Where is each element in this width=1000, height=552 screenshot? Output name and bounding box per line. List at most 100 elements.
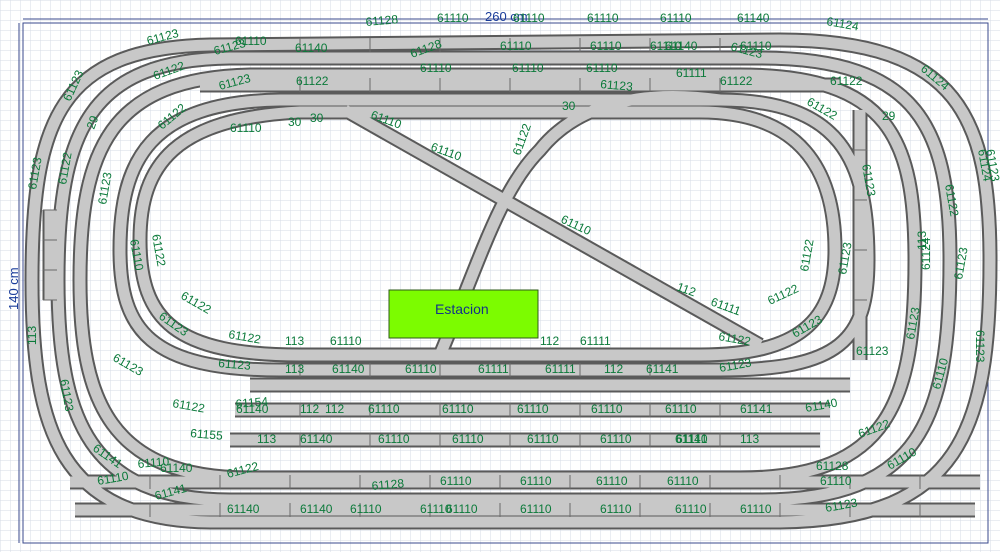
track-label: 61123 bbox=[57, 378, 76, 413]
track-label: 61122 bbox=[797, 238, 816, 273]
track-label: 61110 bbox=[600, 502, 632, 516]
track-label: 61140 bbox=[160, 461, 193, 475]
track-label: 61141 bbox=[646, 362, 679, 376]
track-label: 61110 bbox=[378, 432, 410, 446]
track-label: 61122 bbox=[720, 74, 753, 88]
track-label: 61110 bbox=[137, 454, 170, 471]
track-label: 61154 bbox=[235, 394, 269, 411]
track-label: 61110 bbox=[96, 469, 130, 488]
track-label: 61124 bbox=[919, 237, 933, 270]
track-label: 61141 bbox=[740, 402, 773, 416]
track-label: 61128 bbox=[365, 12, 399, 29]
height-dimension: 140 cm bbox=[6, 23, 21, 543]
track-label: 61122 bbox=[149, 233, 168, 268]
track-label: 61111 bbox=[545, 362, 576, 376]
track-label: 61140 bbox=[804, 395, 839, 414]
track-label: 61140 bbox=[332, 362, 365, 376]
track-label: 112 bbox=[325, 402, 344, 416]
track-label: 112 bbox=[540, 334, 559, 348]
track-label: 61110 bbox=[446, 502, 478, 516]
track-label: 61110 bbox=[127, 238, 146, 272]
track-label: 61124 bbox=[825, 14, 860, 33]
track-label: 113 bbox=[285, 334, 304, 348]
track-label: 61110 bbox=[437, 11, 469, 25]
track-layer bbox=[24, 32, 998, 530]
track-label: 61122 bbox=[55, 151, 74, 186]
track-label: 29 bbox=[882, 109, 896, 123]
track-label: 61123 bbox=[600, 77, 634, 94]
track-label: 61122 bbox=[296, 74, 329, 88]
track-label: 61122 bbox=[717, 329, 752, 348]
track-label: 61110 bbox=[520, 502, 552, 516]
track-label: 61128 bbox=[816, 459, 849, 473]
station-label: Estacion bbox=[435, 301, 489, 317]
track-label: 61155 bbox=[190, 426, 224, 443]
track-label: 61123 bbox=[983, 148, 1000, 183]
track-label: 61110 bbox=[235, 34, 267, 48]
track-label: 61140 bbox=[236, 402, 269, 416]
track-label: 61110 bbox=[517, 402, 549, 416]
track-label: 61110 bbox=[440, 474, 472, 488]
track-label: 113 bbox=[285, 362, 304, 376]
track-label: 61110 bbox=[820, 474, 852, 488]
track-label: 61110 bbox=[520, 474, 552, 488]
track-label: 61111 bbox=[676, 66, 707, 80]
height-label: 140 cm bbox=[6, 267, 21, 310]
track-label: 61110 bbox=[442, 402, 474, 416]
track-label: 61123 bbox=[718, 355, 753, 374]
track-label: 61128 bbox=[371, 476, 405, 493]
track-label: 61110 bbox=[596, 474, 628, 488]
track-label: 61123 bbox=[856, 344, 889, 358]
track-label: 61140 bbox=[737, 11, 770, 25]
track-label: 61122 bbox=[830, 74, 863, 88]
track-label: 30 bbox=[562, 99, 576, 113]
station-box[interactable] bbox=[388, 289, 539, 339]
track-label: 113 bbox=[915, 231, 929, 250]
track-label: 61110 bbox=[513, 11, 545, 25]
track-label: 61110 bbox=[527, 432, 559, 446]
track-label: 61110 bbox=[420, 61, 452, 75]
track-label: 61140 bbox=[227, 502, 260, 516]
track-label: 61110 bbox=[660, 11, 692, 25]
track-label: 61110 bbox=[675, 502, 707, 516]
station[interactable]: Estacion bbox=[388, 289, 539, 339]
track-label: 29 bbox=[84, 113, 102, 131]
track-label: 61141 bbox=[675, 432, 708, 446]
track-label: 61122 bbox=[942, 183, 961, 218]
track-label: 61123 bbox=[859, 163, 878, 198]
track-label: 61123 bbox=[95, 171, 114, 206]
track-label: 61110 bbox=[512, 61, 544, 75]
track-label: 61123 bbox=[25, 156, 44, 191]
track-label: 61110 bbox=[665, 402, 697, 416]
track-label: 61110 bbox=[587, 11, 619, 25]
width-label: 260 cm bbox=[485, 9, 528, 24]
track-label: 61123 bbox=[835, 241, 854, 276]
track-label: 61110 bbox=[740, 502, 772, 516]
track-label: 61123 bbox=[951, 246, 970, 281]
track-label: 61122 bbox=[171, 396, 206, 415]
track-label: 112 bbox=[604, 362, 623, 376]
track-label: 61110 bbox=[676, 432, 708, 446]
segment-ticks bbox=[43, 38, 921, 517]
track-label: 61111 bbox=[478, 362, 509, 376]
track-label: 61123 bbox=[824, 495, 859, 514]
track-label: 61123 bbox=[218, 356, 252, 373]
track-label: 61122 bbox=[227, 327, 262, 346]
track-label: 61110 bbox=[420, 502, 452, 516]
track-label: 61110 bbox=[590, 39, 622, 53]
track-label: 61140 bbox=[300, 502, 333, 516]
track-label: 61110 bbox=[368, 402, 400, 416]
track-label: 30 bbox=[288, 115, 302, 129]
width-dimension: 260 cm bbox=[23, 9, 988, 24]
track-label: 61110 bbox=[405, 362, 437, 376]
track-label: 61110 bbox=[230, 121, 262, 135]
track-label: 61110 bbox=[350, 502, 382, 516]
track-label: 61124 bbox=[975, 148, 994, 183]
track-label: 61111 bbox=[580, 334, 611, 348]
track-label: 30 bbox=[310, 111, 324, 125]
track-label: 61140 bbox=[665, 39, 698, 53]
track-label: 61110 bbox=[452, 432, 484, 446]
track-label: 113 bbox=[257, 432, 276, 446]
track-label: 112 bbox=[300, 402, 319, 416]
track-label: 61110 bbox=[500, 39, 532, 53]
